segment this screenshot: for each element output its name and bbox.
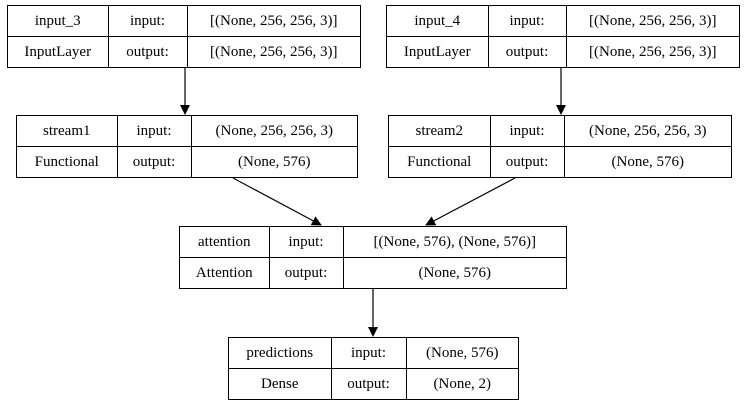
layer-name: attention <box>180 227 270 258</box>
output-shape: (None, 576) <box>563 146 731 177</box>
edge-stream2-to-attention <box>425 177 516 226</box>
layer-type: Functional <box>17 146 118 177</box>
layer-type: InputLayer <box>8 36 109 67</box>
input-label: input: <box>268 227 344 258</box>
output-shape: [(None, 256, 256, 3)] <box>186 36 360 67</box>
output-shape: (None, 576) <box>190 146 357 177</box>
layer-name: input_4 <box>387 6 489 37</box>
output-label: output: <box>487 36 567 67</box>
input-label: input: <box>107 6 188 37</box>
output-label: output: <box>330 368 407 399</box>
input-shape: (None, 256, 256, 3) <box>563 116 731 147</box>
input-shape: [(None, 256, 256, 3)] <box>565 6 739 37</box>
layer-type: InputLayer <box>387 36 489 67</box>
edge-stream1-to-attention <box>232 177 322 226</box>
output-label: output: <box>116 146 192 177</box>
input-label: input: <box>487 6 567 37</box>
input-shape: (None, 576) <box>405 338 518 369</box>
output-label: output: <box>107 36 188 67</box>
layer-name: stream1 <box>17 116 118 147</box>
input-shape: [(None, 256, 256, 3)] <box>186 6 360 37</box>
output-shape: (None, 576) <box>342 257 566 288</box>
input-label: input: <box>489 116 565 147</box>
output-shape: (None, 2) <box>405 368 518 399</box>
output-label: output: <box>268 257 344 288</box>
node-attention: attention input: [(None, 576), (None, 57… <box>179 226 567 289</box>
layer-type: Attention <box>180 257 270 288</box>
layer-name: input_3 <box>8 6 109 37</box>
layer-name: stream2 <box>389 116 491 147</box>
layer-type: Functional <box>389 146 491 177</box>
input-shape: (None, 256, 256, 3) <box>190 116 357 147</box>
node-stream1: stream1 input: (None, 256, 256, 3) Funct… <box>16 115 358 178</box>
output-label: output: <box>489 146 565 177</box>
output-shape: [(None, 256, 256, 3)] <box>565 36 739 67</box>
input-label: input: <box>330 338 407 369</box>
node-predictions: predictions input: (None, 576) Dense out… <box>228 337 519 400</box>
node-input_4: input_4 input: [(None, 256, 256, 3)] Inp… <box>386 5 740 68</box>
node-stream2: stream2 input: (None, 256, 256, 3) Funct… <box>388 115 732 178</box>
node-input_3: input_3 input: [(None, 256, 256, 3)] Inp… <box>7 5 361 68</box>
layer-name: predictions <box>229 338 332 369</box>
input-shape: [(None, 576), (None, 576)] <box>342 227 566 258</box>
layer-type: Dense <box>229 368 332 399</box>
input-label: input: <box>116 116 192 147</box>
